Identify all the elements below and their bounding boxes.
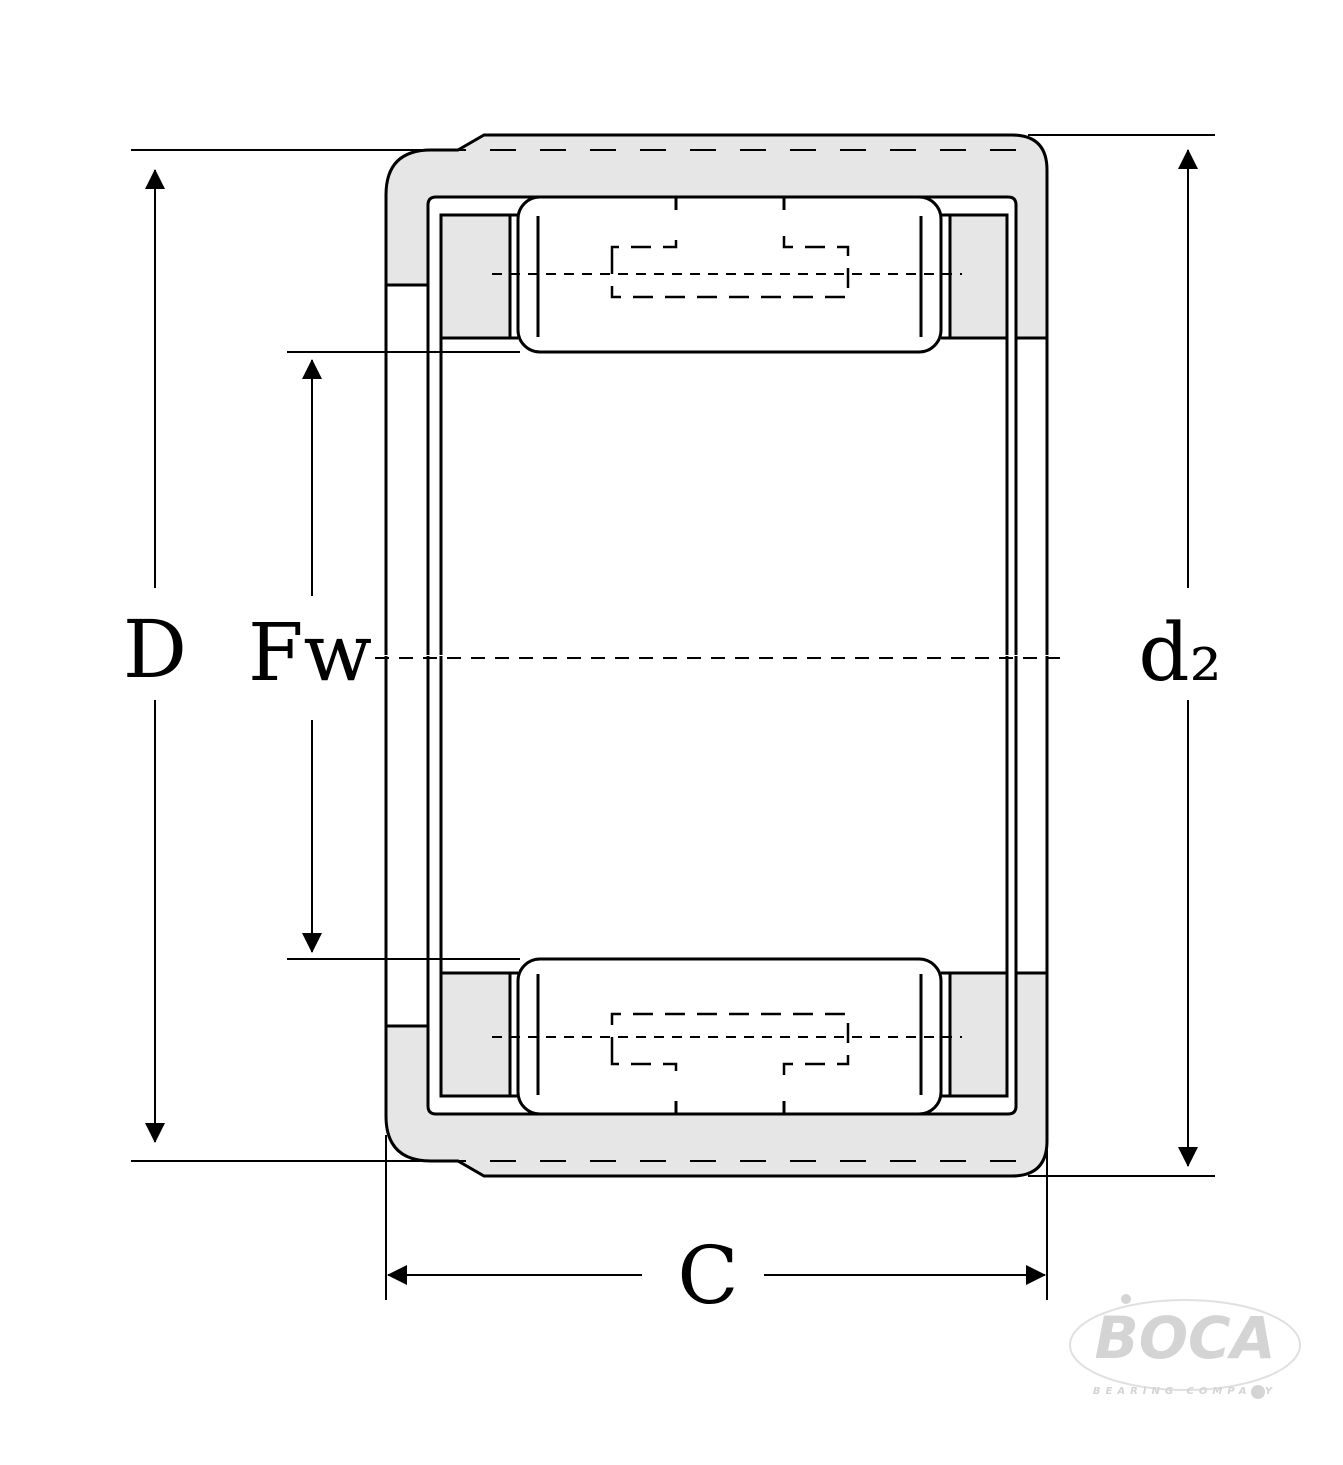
label-d2: d₂ bbox=[1138, 606, 1221, 699]
boca-logo: BOCA BEARING COMPANY bbox=[1069, 1294, 1301, 1399]
label-D: D bbox=[123, 603, 187, 696]
logo-name: BOCA bbox=[1095, 1304, 1276, 1372]
bearing-top-half bbox=[285, 133, 1049, 657]
dimension-lines bbox=[131, 134, 1215, 1300]
logo-tagline: BEARING COMPANY bbox=[1093, 1386, 1277, 1397]
label-C: C bbox=[677, 1229, 738, 1322]
label-Fw: Fw bbox=[248, 606, 372, 699]
bearing-bottom-half bbox=[285, 654, 1049, 1178]
